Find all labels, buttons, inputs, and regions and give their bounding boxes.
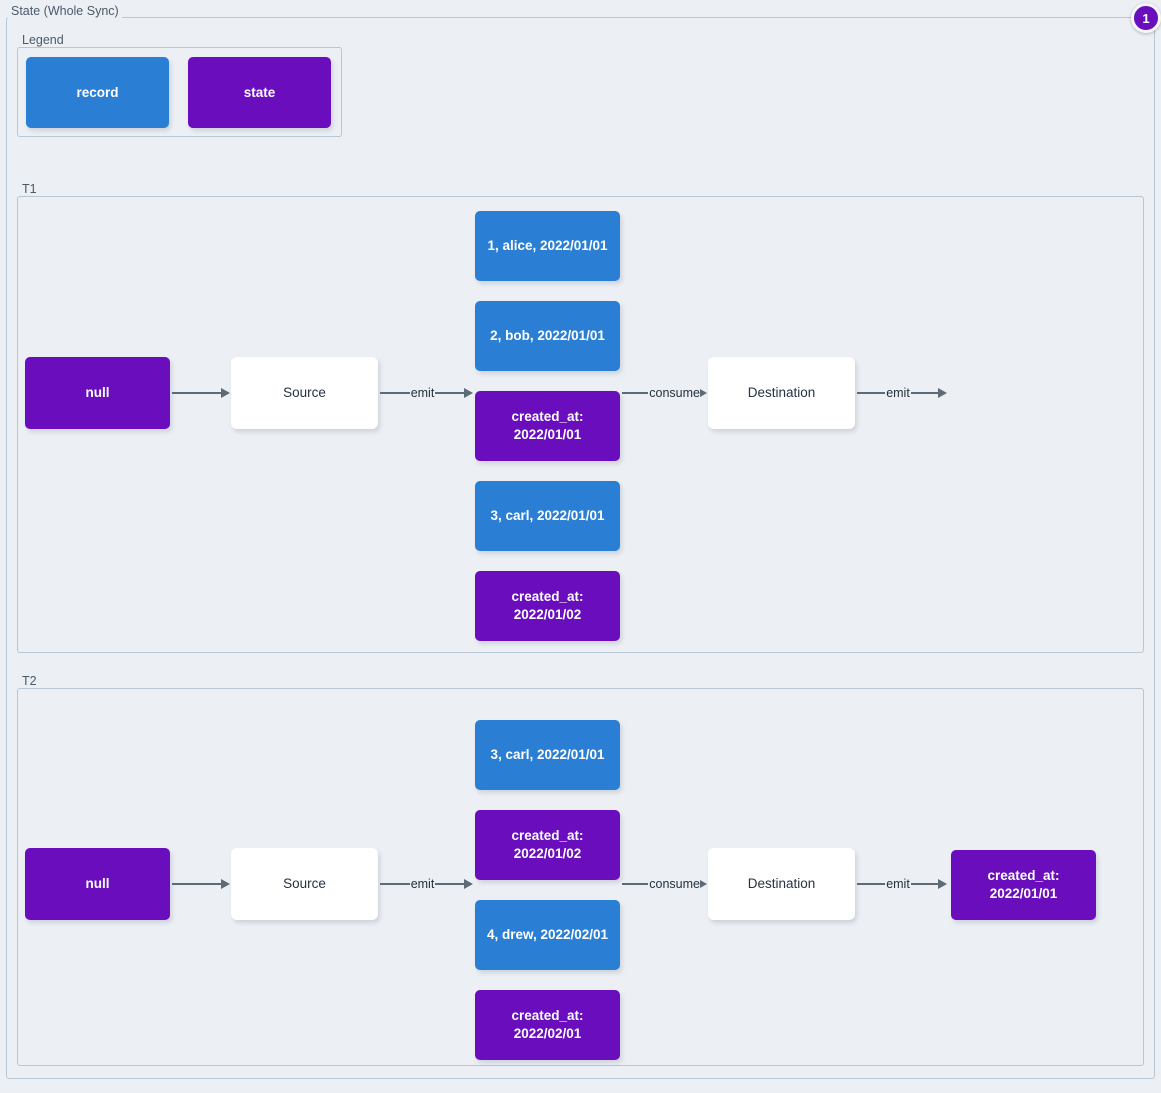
t2-payload-item-3: 4, drew, 2022/02/01	[475, 900, 620, 970]
t1-state-in-node: null	[25, 357, 170, 429]
t2-payload-item-4: created_at: 2022/02/01	[475, 990, 620, 1060]
t2-payload-item-1: 3, carl, 2022/01/01	[475, 720, 620, 790]
legend-swatch-record: record	[26, 57, 169, 128]
t2-payload-item-2: created_at: 2022/01/02	[475, 810, 620, 880]
t2-destination-node: Destination	[708, 848, 855, 920]
t2-state-in-node: null	[25, 848, 170, 920]
subgraph-t1-label: T1	[19, 182, 40, 196]
legend-label: Legend	[19, 33, 67, 47]
t1-payload-item-3: created_at: 2022/01/01	[475, 391, 620, 461]
t1-payload-item-5: created_at: 2022/01/02	[475, 571, 620, 641]
t1-payload-item-1: 1, alice, 2022/01/01	[475, 211, 620, 281]
t1-destination-node: Destination	[708, 357, 855, 429]
t2-source-node: Source	[231, 848, 378, 920]
subgraph-t2-label: T2	[19, 674, 40, 688]
t1-payload-item-4: 3, carl, 2022/01/01	[475, 481, 620, 551]
legend-swatch-state: state	[188, 57, 331, 128]
t2-state-out-node: created_at: 2022/01/01	[951, 850, 1096, 920]
t1-source-node: Source	[231, 357, 378, 429]
diagram-title: State (Whole Sync)	[8, 4, 122, 18]
t1-payload-item-2: 2, bob, 2022/01/01	[475, 301, 620, 371]
step-badge[interactable]: 1	[1131, 3, 1161, 33]
